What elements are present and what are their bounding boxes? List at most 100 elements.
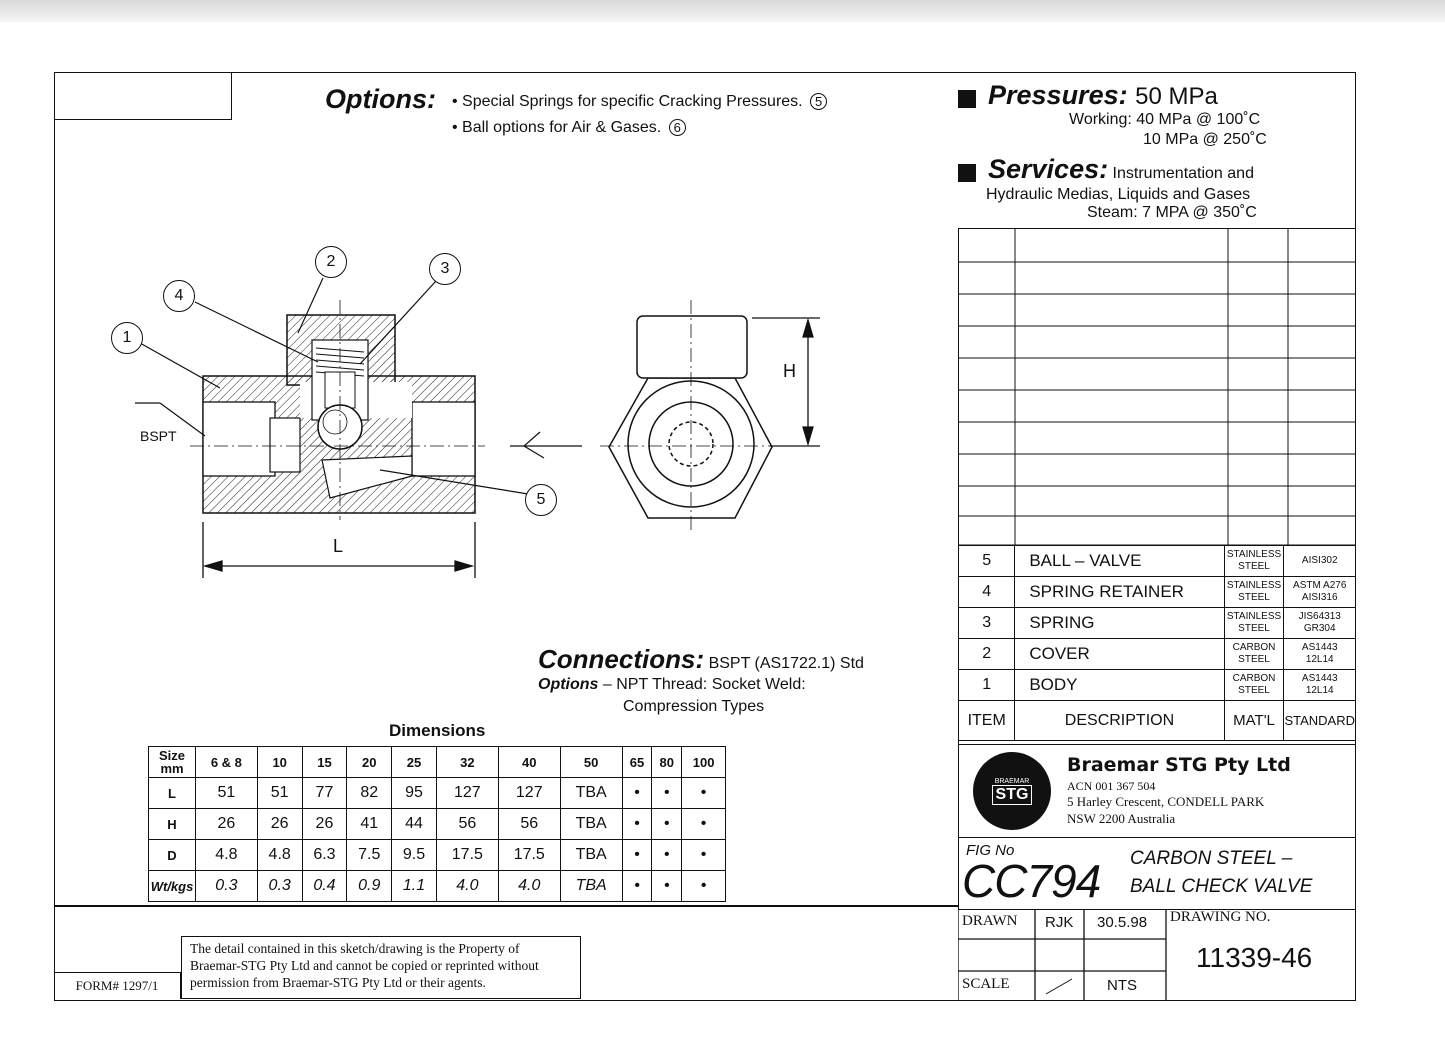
cell: •: [681, 870, 726, 902]
h-label: H: [783, 361, 796, 381]
callout-5: 5: [525, 484, 557, 516]
cell: 0.4: [301, 870, 348, 902]
services-heading: Services:: [988, 154, 1109, 184]
part-description: SPRING: [1014, 607, 1225, 639]
size-col: 50: [559, 746, 623, 778]
drawn-by: RJK: [1045, 914, 1074, 931]
pressures-working: Working: 40 MPa @ 100˚C: [1069, 111, 1261, 128]
company-name: Braemar STG Pty Ltd: [1067, 754, 1291, 776]
cell: 77: [301, 777, 348, 809]
size-col: 15: [301, 746, 348, 778]
cell: TBA: [559, 808, 623, 840]
cell: 51: [195, 777, 258, 809]
dimensions-title: Dimensions: [389, 721, 486, 740]
part-item: 1: [957, 669, 1016, 701]
options-item-1-text: Special Springs for specific Cracking Pr…: [462, 93, 803, 110]
valve-section-view: [190, 300, 485, 520]
options-item-2-ref: 6: [668, 119, 686, 137]
cell: 127: [435, 777, 499, 809]
cell: 6.3: [301, 839, 348, 871]
title-line-1: CARBON STEEL –: [1130, 848, 1293, 869]
services-line-3: Steam: 7 MPA @ 350˚C: [1087, 204, 1257, 221]
services-line: Services: Instrumentation and: [988, 154, 1254, 185]
callout-1: 1: [111, 322, 143, 354]
callout-3: 3: [429, 253, 461, 285]
cell: •: [621, 870, 653, 902]
size-col: 40: [497, 746, 561, 778]
options-item-1: • Special Springs for specific Cracking …: [452, 93, 828, 111]
connections-options-text: – NPT Thread: Socket Weld:: [602, 676, 806, 693]
scale-label: SCALE: [962, 976, 1010, 992]
header-item: ITEM: [957, 700, 1016, 741]
dimensions-row-d: D 4.8 4.8 6.3 7.5 9.5 17.5 17.5 TBA • • …: [148, 839, 726, 871]
cell: 0.3: [195, 870, 258, 902]
cell: •: [681, 839, 726, 871]
bspt-label: BSPT: [140, 428, 177, 444]
property-notice: The detail contained in this sketch/draw…: [181, 936, 581, 999]
dimensions-row-h: H 26 26 26 41 44 56 56 TBA • • •: [148, 808, 726, 840]
part-item: 3: [957, 607, 1016, 639]
connections-heading: Connections:: [538, 644, 705, 674]
drawing-frame: [54, 72, 1356, 1001]
cell: 51: [256, 777, 303, 809]
header-description: DESCRIPTION: [1014, 700, 1225, 741]
cell: 7.5: [346, 839, 393, 871]
size-col: 100: [681, 746, 726, 778]
options-item-1-ref: 5: [810, 93, 828, 111]
notice-line-2: Braemar-STG Pty Ltd and cannot be copied…: [190, 958, 539, 973]
cell: 41: [346, 808, 393, 840]
cell: 4.8: [195, 839, 258, 871]
company-logo: BRAEMAR STG: [973, 752, 1051, 830]
company-address-1: 5 Harley Crescent, CONDELL PARK: [1067, 794, 1265, 809]
connections-options-label: Options: [538, 676, 599, 693]
cell: 17.5: [497, 839, 561, 871]
cell: 44: [391, 808, 437, 840]
size-col: 32: [435, 746, 499, 778]
form-number-text: FORM# 1297/1: [75, 978, 159, 993]
l-dimension: [202, 522, 476, 578]
cell: 82: [346, 777, 393, 809]
notice-line-1: The detail contained in this sketch/draw…: [190, 941, 520, 956]
size-col: 80: [651, 746, 683, 778]
valve-drawing: [135, 277, 820, 578]
cell: 1.1: [391, 870, 437, 902]
company-block: [958, 744, 1356, 838]
drawing-no-label: DRAWING NO.: [1170, 909, 1271, 925]
dimensions-header-row: Size mm 6 & 8 10 15 20 25 32 40 50 65 80…: [148, 746, 726, 778]
part-description: BALL – VALVE: [1014, 545, 1225, 577]
cell: •: [651, 870, 683, 902]
cell: TBA: [559, 870, 623, 902]
footer-divider: [54, 905, 958, 907]
dimensions-table: Size mm 6 & 8 10 15 20 25 32 40 50 65 80…: [148, 746, 726, 902]
l-label: L: [333, 536, 344, 556]
size-col: 65: [621, 746, 653, 778]
part-description: COVER: [1014, 638, 1225, 670]
cell: 56: [435, 808, 499, 840]
callout-leaders: [135, 277, 529, 495]
cell: 0.9: [346, 870, 393, 902]
valve-end-view: [600, 300, 786, 530]
part-description: BODY: [1014, 669, 1225, 701]
company-acn: ACN 001 367 504: [1067, 779, 1156, 793]
row-label: D: [148, 839, 196, 871]
row-label: Wt/kgs: [148, 870, 196, 902]
header-material: MAT'L: [1223, 700, 1285, 741]
pressures-line: Pressures: 50 MPa: [988, 80, 1218, 111]
cell: •: [651, 777, 683, 809]
cell: 56: [497, 808, 561, 840]
fig-number: CC794: [962, 855, 1101, 907]
services-line-2: Hydraulic Medias, Liquids and Gases: [986, 186, 1251, 203]
cell: •: [681, 808, 726, 840]
connections-options-text-2: Compression Types: [623, 698, 765, 715]
part-item: 5: [957, 545, 1016, 577]
options-item-2: • Ball options for Air & Gases. 6: [452, 119, 686, 137]
cell: 4.0: [435, 870, 499, 902]
connections-line: Connections: BSPT (AS1722.1) Std: [538, 644, 864, 675]
